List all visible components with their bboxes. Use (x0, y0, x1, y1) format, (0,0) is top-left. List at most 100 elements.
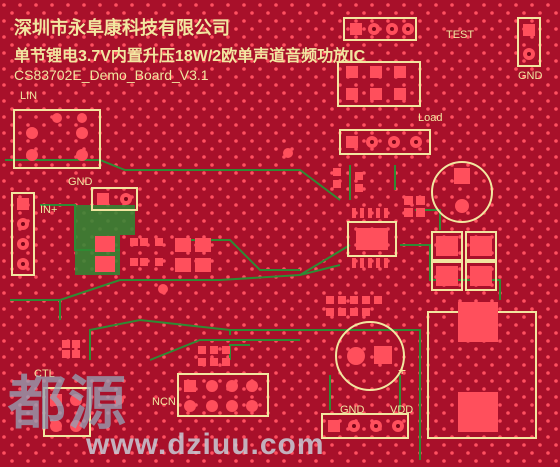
switch-pad-6 (394, 88, 406, 100)
lin-pad-3 (26, 149, 38, 161)
label-gnd-left: GND (68, 176, 93, 188)
drill-4 (527, 52, 531, 56)
ncn-pad-7 (226, 400, 238, 412)
label-load: Load (418, 112, 443, 124)
input-cap-pad-2 (95, 256, 115, 272)
test-header-outline (343, 17, 417, 41)
lower-smd-7 (222, 346, 230, 354)
label-in-plus: IN+ (40, 204, 58, 216)
inductor-pad-2 (458, 392, 498, 432)
ctl-pad-2 (70, 394, 82, 406)
watermark-logo: 都源 (8, 371, 129, 436)
ncn-pad-8 (246, 400, 258, 412)
ic-pin-top-3 (368, 208, 372, 218)
lower-smd-10 (222, 358, 230, 366)
mid-smd-3 (350, 296, 358, 304)
lower-smd-8 (198, 358, 206, 366)
mid-smd-4 (362, 296, 370, 304)
drill-11 (124, 197, 128, 201)
gnd-left-header-outline (91, 187, 138, 211)
ic-smd-2 (333, 180, 341, 188)
ic-smd-3 (355, 172, 363, 180)
switch-pad-5 (370, 88, 382, 100)
silkscreen-layer (11, 17, 541, 439)
lin-jack-outline (13, 109, 101, 169)
right-cap-b-outline (465, 231, 497, 261)
load-header-outline (339, 129, 431, 155)
gnd-header-outline (517, 17, 541, 67)
smd-pad-5 (155, 238, 163, 246)
right-cap-pad-3 (436, 266, 458, 286)
right-cap-pad-2 (470, 236, 492, 256)
right-cap-a-outline (431, 231, 463, 261)
ic-pin-top-2 (360, 208, 364, 218)
lower-smd-5 (198, 346, 206, 354)
top-capacitor-outline (431, 161, 493, 223)
top-cap-pad-2 (455, 199, 469, 213)
right-cap-c-outline (431, 261, 463, 291)
lin-pad-2 (76, 127, 88, 139)
right-cap-pad-1 (436, 236, 458, 256)
ncn-pad-2 (206, 380, 218, 392)
trace-layer (5, 159, 501, 460)
bottom-header-pad-1 (328, 420, 340, 432)
ic-smd-8 (416, 208, 425, 217)
bottom-header-outline (321, 413, 409, 439)
ic-smd-4 (355, 184, 363, 192)
copper-layer (17, 23, 535, 432)
smd-pad-4 (140, 258, 148, 266)
inductor-pad-1 (458, 302, 498, 342)
ctl-pad-4 (70, 420, 82, 432)
ctl-pad-3 (50, 420, 62, 432)
lower-smd-2 (72, 340, 80, 348)
test-point-2 (158, 284, 168, 294)
mid-smd-7 (338, 308, 346, 316)
ctl-header-outline (43, 387, 91, 437)
right-cap-pad-4 (470, 266, 492, 286)
bottom-capacitor-outline (335, 321, 405, 391)
smd-pad-8 (195, 238, 211, 252)
drill-5 (370, 140, 374, 144)
smd-pad-6 (155, 258, 163, 266)
ctl-pad-1 (50, 394, 62, 406)
in-pad-1 (17, 198, 29, 210)
lower-smd-1 (62, 340, 70, 348)
ncn-pad-4 (246, 380, 258, 392)
mid-smd-5 (374, 296, 382, 304)
drill-10 (21, 262, 25, 266)
ncn-header-outline (177, 373, 269, 417)
ic-pin-top-4 (376, 208, 380, 218)
ic-smd-7 (404, 208, 413, 217)
mid-smd-2 (338, 296, 346, 304)
smd-pad-2 (140, 238, 148, 246)
board-title-product: 单节锂电3.7V内置升压18W/2欧单声道音频功放IC (14, 48, 366, 65)
smd-pad-3 (130, 258, 138, 266)
switch-pad-3 (394, 66, 406, 78)
test-point-1 (283, 148, 293, 158)
drill-layer (21, 27, 531, 428)
lower-smd-9 (210, 358, 218, 366)
smd-pad-9 (175, 258, 191, 272)
lin-pad-1 (26, 127, 38, 139)
drill-6 (392, 140, 396, 144)
smd-pad-10 (195, 258, 211, 272)
label-gnd-bottom: GND (340, 404, 365, 416)
bottom-cap-pad-1 (347, 347, 365, 365)
drill-12 (352, 424, 356, 428)
ic-pin-bottom-5 (384, 258, 388, 268)
label-ncn: NCN (152, 396, 176, 408)
ic-smd-6 (416, 196, 425, 205)
label-lin: LIN (20, 90, 38, 102)
load-pad-1 (346, 136, 358, 148)
lower-smd-4 (72, 350, 80, 358)
ic-pin-top-1 (352, 208, 356, 218)
gnd-pad-1 (523, 24, 535, 36)
mid-smd-6 (326, 308, 334, 316)
label-ctl: CTL (34, 368, 55, 380)
drill-1 (372, 27, 376, 31)
smd-pad-7 (175, 238, 191, 252)
test-pad-1 (350, 23, 362, 35)
mid-smd-9 (362, 308, 370, 316)
drill-2 (390, 27, 394, 31)
board-title-model: CS83702E_Demo_Board_V3.1 (14, 67, 209, 83)
